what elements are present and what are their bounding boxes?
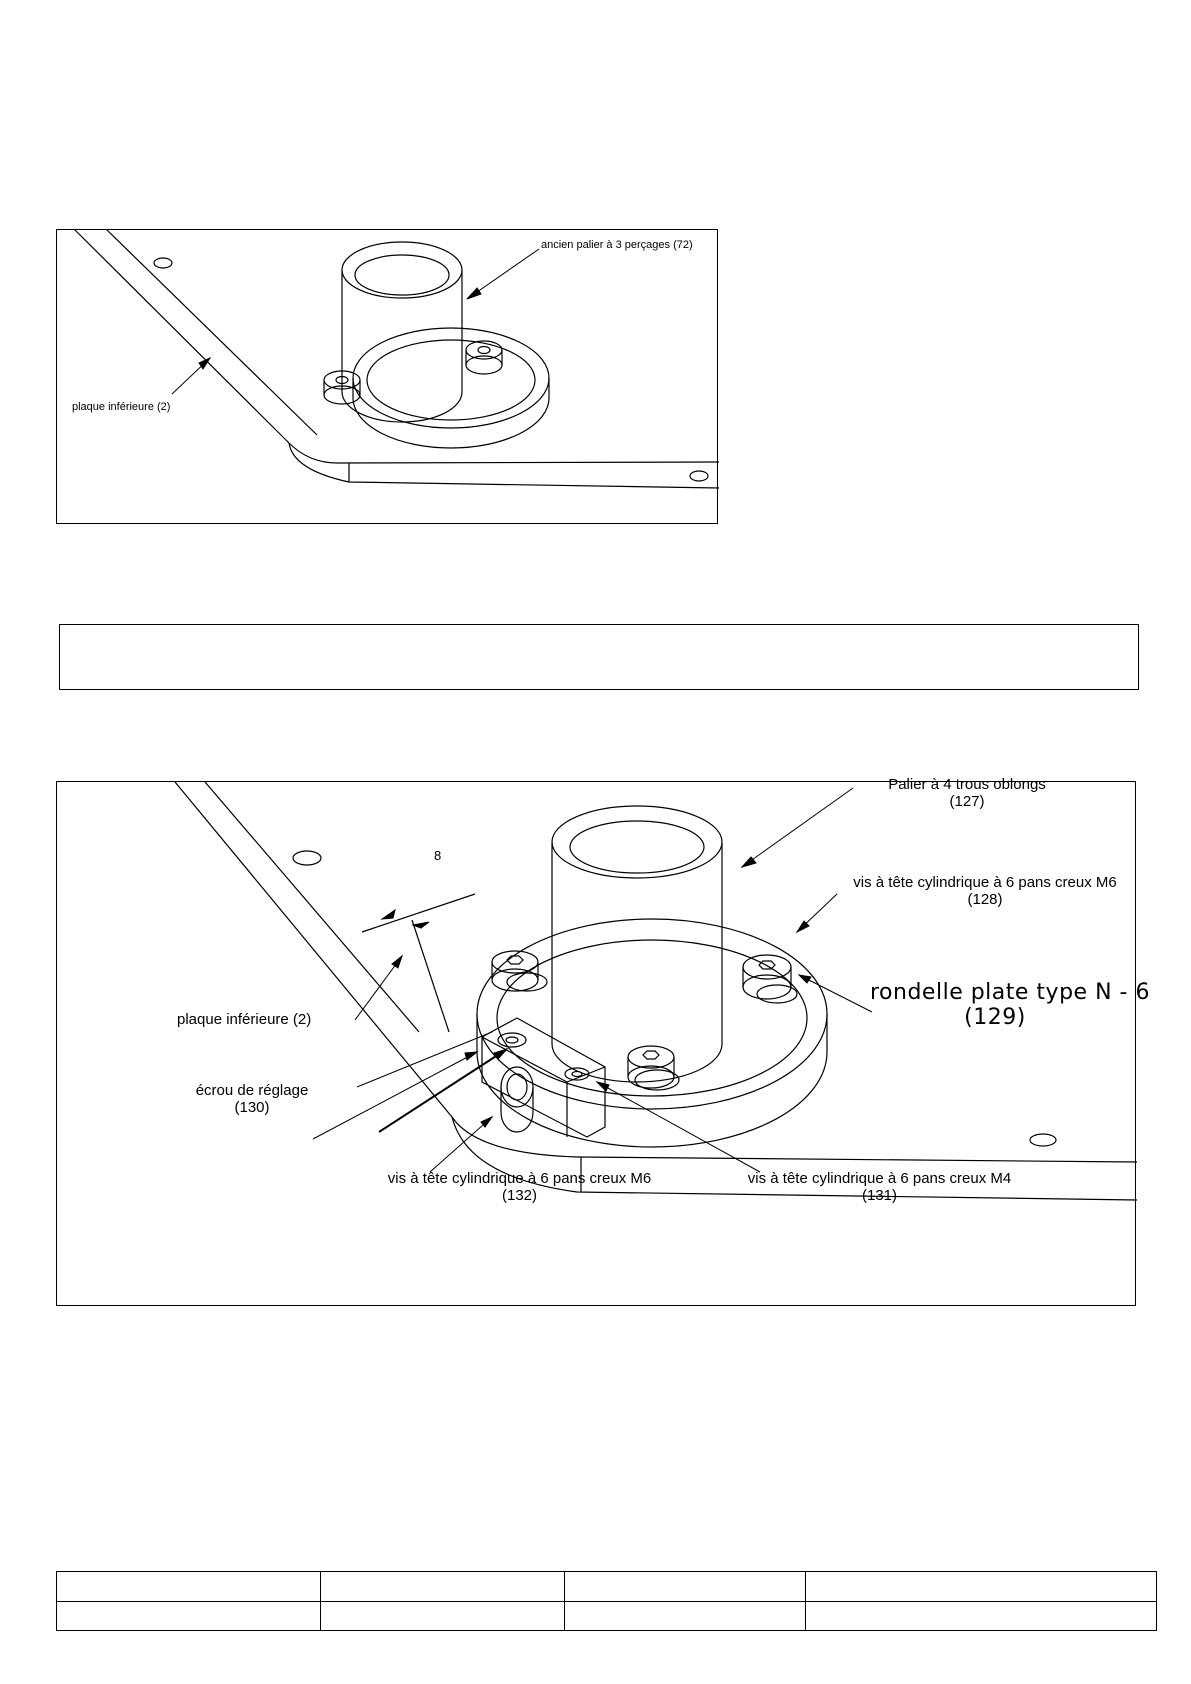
- table-cell: [805, 1600, 1157, 1631]
- label-bearing-text: Palier à 4 trous oblongs: [888, 776, 1046, 793]
- figure-old-bearing: ancien palier à 3 perçages (72) plaque i…: [56, 229, 720, 524]
- table-cell: [56, 1600, 321, 1631]
- label-bearing-ref: (127): [949, 793, 985, 810]
- label-screw-128-ref: (128): [967, 891, 1003, 908]
- label-nut-text: écrou de réglage: [195, 1082, 309, 1099]
- table-cell: [56, 1571, 321, 1602]
- table-row: [56, 1600, 1157, 1631]
- new-bearing-drawing: [174, 781, 1138, 1201]
- label-screw-128: vis à tête cylindrique à 6 pans creux M6…: [840, 874, 1130, 908]
- table-row: [56, 1571, 1157, 1602]
- label-screw-128-text: vis à tête cylindrique à 6 pans creux M6: [853, 874, 1117, 891]
- label-lower-plate-2: plaque inférieure (2): [177, 1011, 312, 1028]
- table-cell: [564, 1600, 806, 1631]
- label-nut-130: écrou de réglage (130): [192, 1082, 312, 1116]
- label-screw-132: vis à tête cylindrique à 6 pans creux M6…: [377, 1170, 662, 1204]
- label-nut-ref: (130): [234, 1099, 270, 1116]
- dimension-value: 8: [434, 848, 442, 863]
- table-cell: [564, 1571, 806, 1602]
- label-lower-plate: plaque inférieure (2): [72, 401, 171, 413]
- table-cell: [320, 1571, 565, 1602]
- label-washer-text: rondelle plate type N - 6: [870, 980, 1150, 1005]
- label-screw-131-ref: (131): [861, 1187, 898, 1204]
- figure-new-bearing: 8 Palier à 4 trous oblongs (127) vis à t…: [56, 776, 1150, 1306]
- note-box: [59, 624, 1139, 690]
- table-cell: [320, 1600, 565, 1631]
- label-old-bearing: ancien palier à 3 perçages (72): [541, 239, 693, 251]
- table-cell: [805, 1571, 1157, 1602]
- label-screw-131-text: vis à tête cylindrique à 6 pans creux M4: [747, 1170, 1012, 1187]
- label-washer-129: rondelle plate type N - 6 (129): [870, 980, 1150, 1030]
- label-screw-131: vis à tête cylindrique à 6 pans creux M4…: [737, 1170, 1022, 1204]
- old-bearing-drawing: [74, 229, 720, 489]
- label-bearing-127: Palier à 4 trous oblongs (127): [857, 776, 1077, 810]
- label-screw-132-ref: (132): [501, 1187, 538, 1204]
- footer-table: [56, 1571, 1157, 1631]
- label-washer-ref: (129): [964, 1005, 1026, 1030]
- label-screw-132-text: vis à tête cylindrique à 6 pans creux M6: [387, 1170, 652, 1187]
